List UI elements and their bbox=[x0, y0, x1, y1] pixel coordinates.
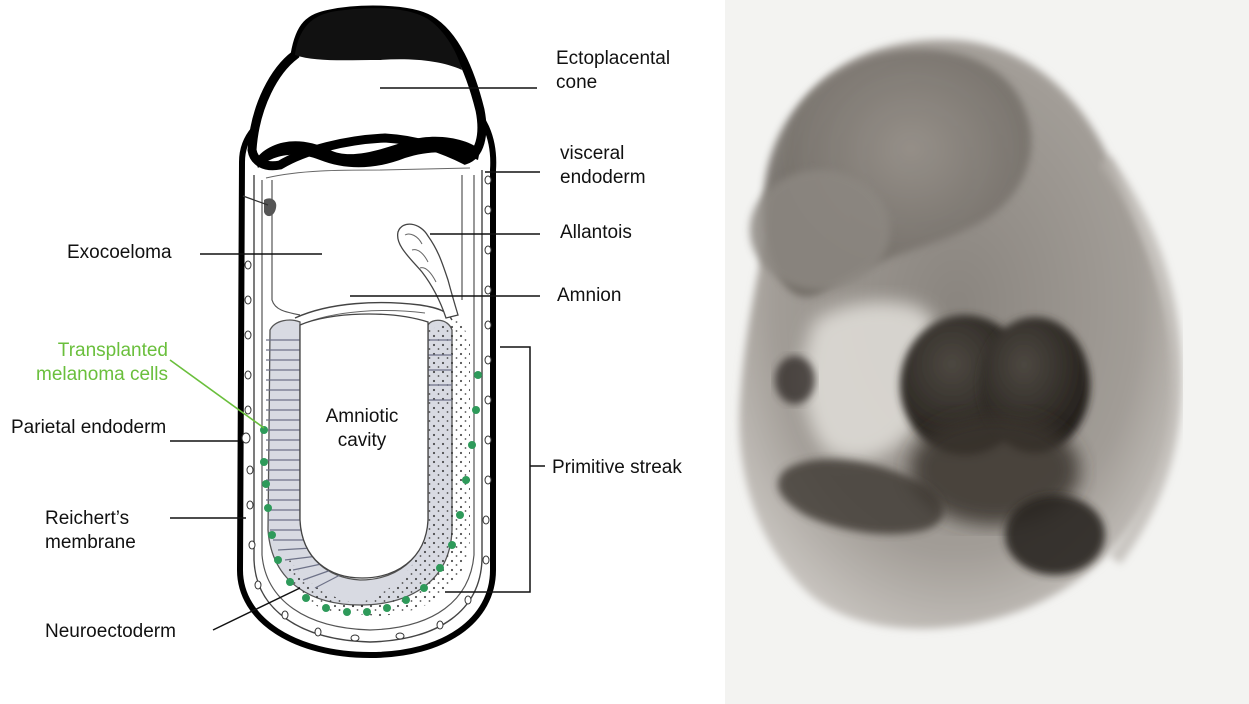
embryo-photograph bbox=[725, 0, 1249, 704]
label-amnion: Amnion bbox=[557, 284, 621, 308]
label-exocoeloma: Exocoeloma bbox=[67, 241, 172, 265]
eye bbox=[775, 356, 815, 404]
label-transplanted-melanoma-cells: Transplanted melanoma cells bbox=[36, 339, 168, 387]
embryo-diagram-panel: Ectoplacental cone visceral endoderm All… bbox=[0, 0, 725, 704]
label-ectoplacental-cone: Ectoplacental cone bbox=[556, 47, 670, 95]
label-visceral-endoderm: visceral endoderm bbox=[560, 142, 646, 190]
label-amniotic-cavity: Amniotic cavity bbox=[315, 405, 409, 453]
embryo-photograph-rendering bbox=[725, 0, 1249, 704]
label-allantois: Allantois bbox=[560, 221, 632, 245]
forebrain bbox=[750, 170, 890, 290]
label-reicherts-membrane: Reichert’s membrane bbox=[45, 507, 136, 555]
label-neuroectoderm: Neuroectoderm bbox=[45, 620, 176, 644]
label-primitive-streak: Primitive streak bbox=[552, 456, 682, 480]
hindlimb bbox=[1005, 495, 1105, 575]
label-parietal-endoderm: Parietal endoderm bbox=[11, 416, 166, 440]
